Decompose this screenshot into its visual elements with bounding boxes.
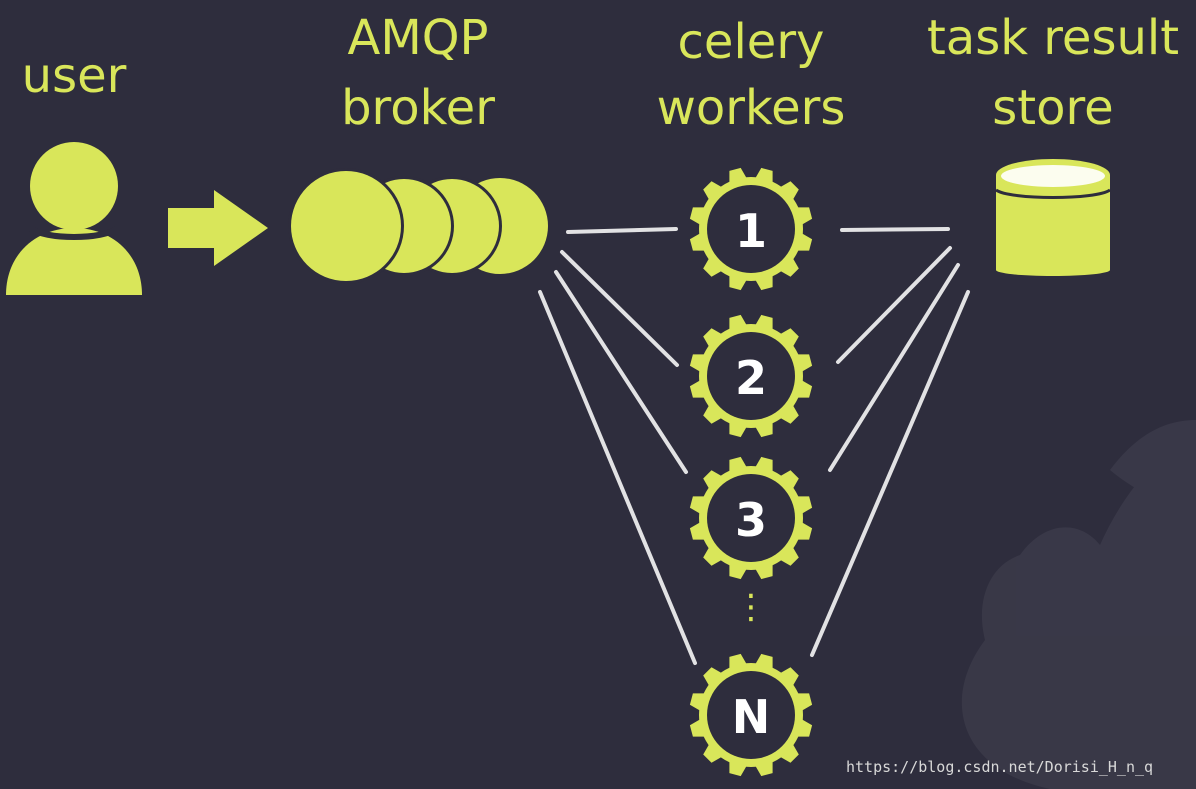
watermark-url: https://blog.csdn.net/Dorisi_H_n_q [846, 758, 1154, 776]
gear-icon: 1 [689, 167, 813, 291]
worker-number-label: 1 [735, 204, 767, 258]
gear-icon: 3 [689, 456, 813, 580]
database-icon [995, 159, 1111, 276]
edge-broker-worker-N [538, 290, 697, 665]
workers-label-line2: workers [657, 80, 846, 136]
edge-worker-2-store [836, 246, 952, 364]
worker-number-label: 2 [735, 351, 767, 405]
user-label: user [22, 48, 127, 104]
edge-broker-worker-1 [566, 227, 678, 234]
edge-worker-1-store [840, 227, 950, 232]
worker-number-label: N [732, 690, 771, 744]
worker-store-connectors [810, 227, 970, 657]
workers-label-line1: celery [678, 14, 825, 70]
store-label-line2: store [992, 80, 1113, 136]
gear-icon: 2 [689, 314, 813, 438]
edge-worker-3-store [828, 263, 960, 472]
worker-gears: 1 2 3N [689, 167, 813, 777]
worker-number-label: 3 [735, 493, 767, 547]
store-label-line1: task result [927, 10, 1179, 66]
queue-icon [288, 168, 548, 284]
edge-worker-N-store [810, 290, 970, 657]
user-icon-neck [28, 225, 120, 240]
arrow-right-icon [168, 190, 268, 266]
gear-icon: N [689, 653, 813, 777]
edge-broker-worker-3 [554, 270, 688, 474]
workers-ellipsis: ⋮ [734, 587, 768, 627]
mascot-watermark-icon [961, 420, 1196, 789]
broker-label-line1: AMQP [348, 10, 489, 66]
edge-broker-worker-2 [560, 250, 679, 367]
user-icon [6, 142, 142, 295]
broker-worker-connectors [538, 227, 697, 665]
broker-label-line2: broker [341, 80, 495, 136]
